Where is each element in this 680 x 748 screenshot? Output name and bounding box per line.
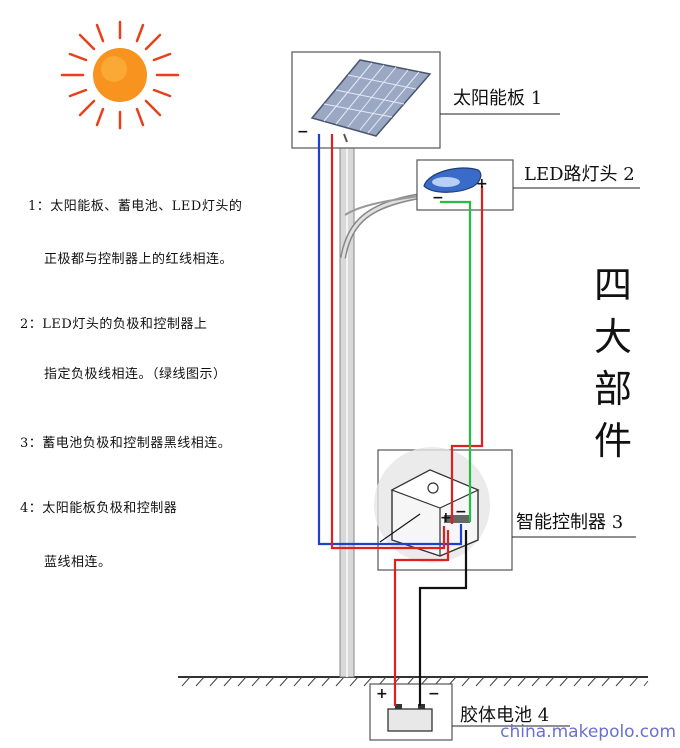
lamp-minus-symbol: − — [432, 190, 444, 206]
battery-box — [369, 683, 453, 741]
note-3: 3：蓄电池负极和控制器黑线相连。 — [20, 436, 232, 451]
ground-line — [178, 676, 649, 687]
note-4-line-2: 蓝线相连。 — [44, 555, 112, 570]
side-title-char-2: 大 — [593, 315, 632, 359]
watermark: china.makepolo.com — [500, 722, 676, 742]
battery-plus-symbol: + — [376, 686, 388, 702]
controller-minus-symbol: − — [455, 504, 467, 520]
controller-box — [374, 447, 513, 571]
lamp-pole — [339, 139, 421, 678]
label-led-lamp: LED路灯头 2 — [524, 164, 635, 185]
note-1-line-1: 1：太阳能板、蓄电池、LED灯头的 — [28, 199, 243, 214]
side-title-char-4: 件 — [593, 419, 632, 463]
leader-lines — [440, 113, 640, 727]
label-solar-panel: 太阳能板 1 — [453, 88, 543, 109]
note-2-line-1: 2：LED灯头的负极和控制器上 — [20, 317, 208, 332]
label-controller: 智能控制器 3 — [516, 512, 624, 533]
note-4-line-1: 4：太阳能板负极和控制器 — [20, 501, 178, 516]
note-1-line-2: 正极都与控制器上的红线相连。 — [44, 252, 234, 267]
label-battery: 胶体电池 4 — [460, 705, 550, 726]
battery-minus-symbol: − — [428, 686, 440, 702]
solar-panel-box — [291, 51, 441, 149]
side-title-char-3: 部 — [593, 367, 632, 411]
note-2-line-2: 指定负极线相连。（绿线图示） — [44, 367, 227, 382]
side-title-char-1: 四 — [593, 263, 632, 307]
sun-icon — [60, 20, 180, 130]
wires — [317, 134, 484, 706]
lamp-plus-symbol: + — [476, 176, 488, 192]
panel-minus-symbol: − — [297, 124, 309, 140]
controller-plus-symbol: + — [440, 510, 452, 526]
